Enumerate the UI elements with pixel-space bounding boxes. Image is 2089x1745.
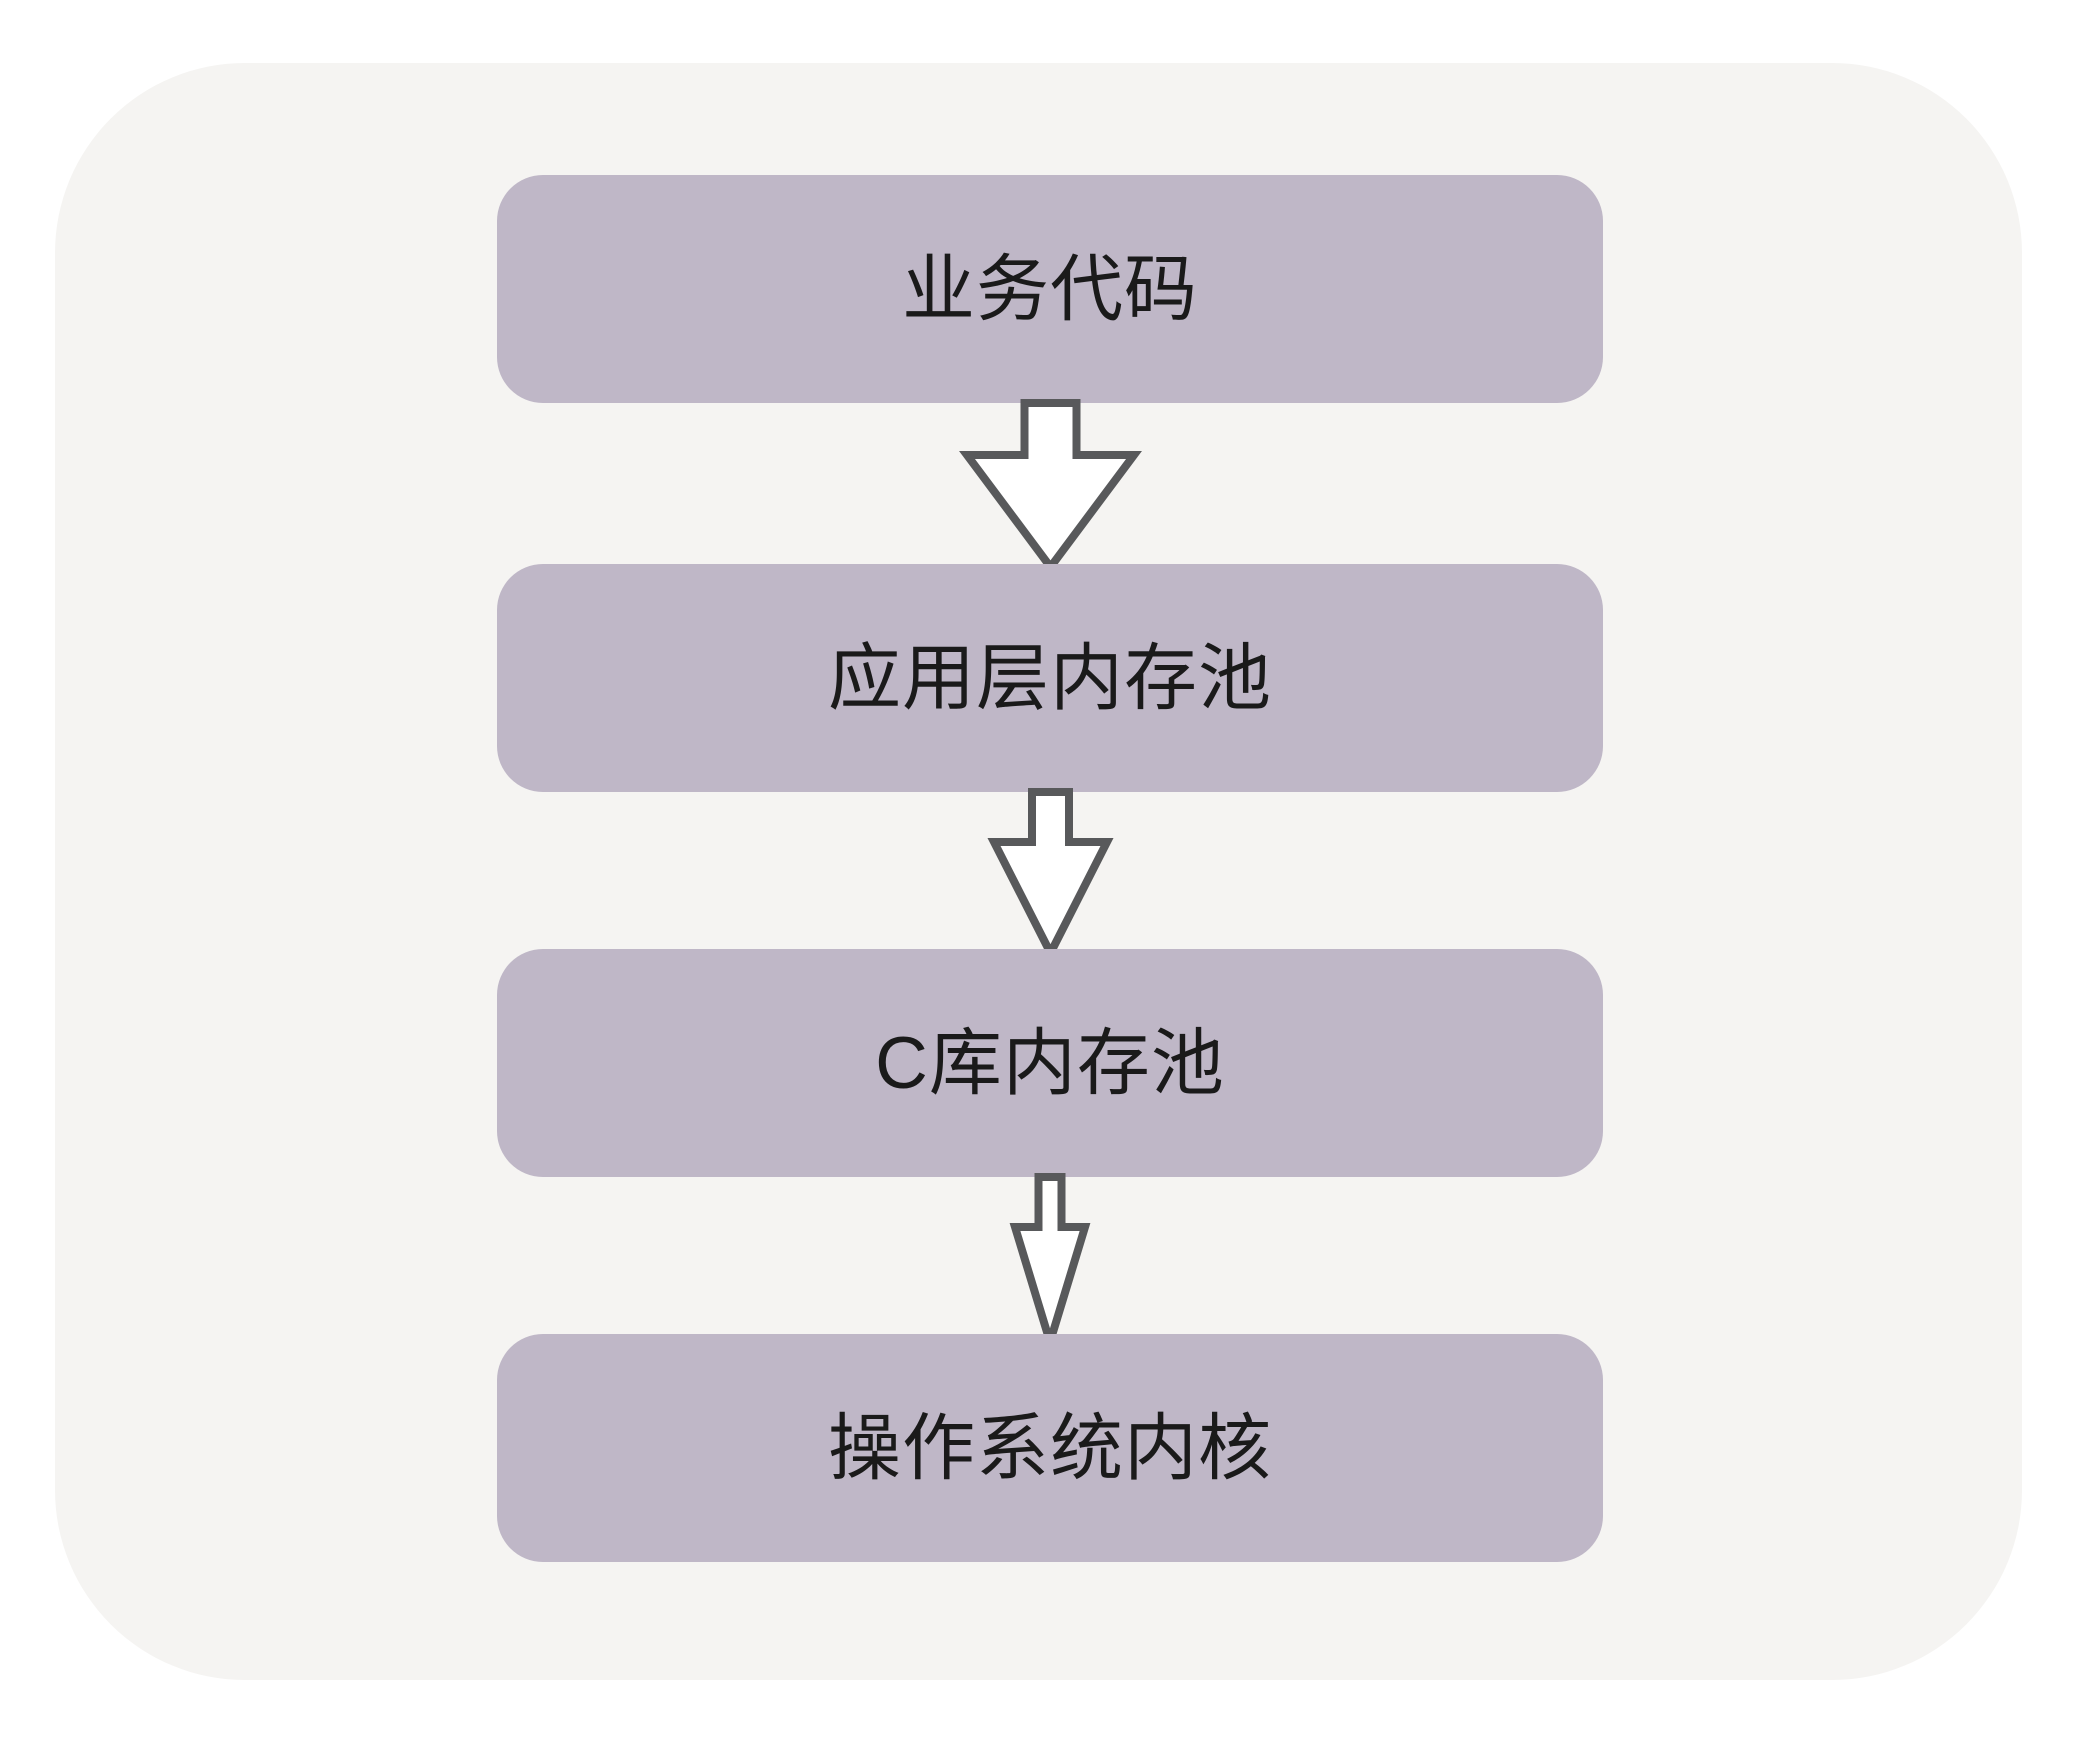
flow-node-label: C库内存池 — [875, 1022, 1225, 1104]
flow-node-business-code: 业务代码 — [497, 175, 1603, 403]
flow-node-c-lib-memory-pool: C库内存池 — [497, 949, 1603, 1177]
flow-node-app-memory-pool: 应用层内存池 — [497, 564, 1603, 792]
down-arrow-icon — [987, 788, 1114, 962]
down-arrow-icon — [959, 399, 1142, 574]
flow-node-label: 操作系统内核 — [828, 1407, 1272, 1489]
flow-node-label: 应用层内存池 — [828, 637, 1272, 719]
flow-node-os-kernel: 操作系统内核 — [497, 1334, 1603, 1562]
down-arrow-icon — [1009, 1173, 1091, 1356]
flow-node-label: 业务代码 — [902, 248, 1198, 330]
